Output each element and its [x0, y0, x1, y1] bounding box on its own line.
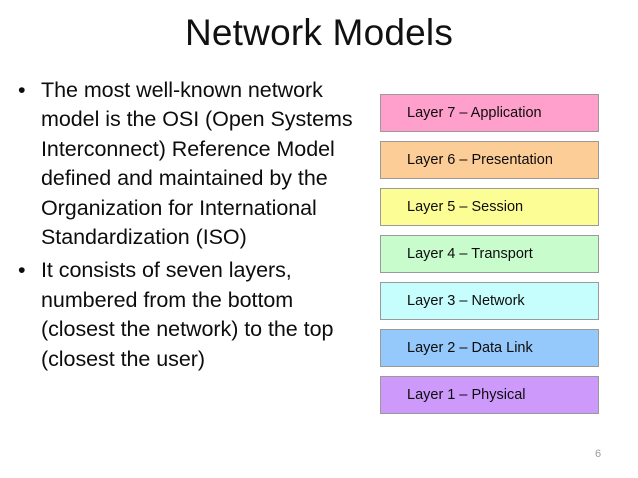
- osi-layer-stack: Layer 7 – Application Layer 6 – Presenta…: [380, 94, 599, 423]
- layer-box-6: Layer 6 – Presentation: [380, 141, 599, 179]
- bullet-dot-icon: •: [18, 78, 26, 102]
- layer-box-5: Layer 5 – Session: [380, 188, 599, 226]
- bullet-dot-icon: •: [18, 258, 26, 283]
- list-item-text: The most well-known network model is the…: [41, 78, 353, 250]
- layer-label: Layer 1 – Physical: [407, 387, 526, 403]
- page-number: 6: [594, 448, 602, 460]
- page-title: Network Models: [184, 12, 454, 53]
- layer-box-3: Layer 3 – Network: [380, 282, 599, 320]
- layer-label: Layer 4 – Transport: [407, 246, 533, 262]
- layer-label: Layer 6 – Presentation: [407, 152, 553, 168]
- list-item: • The most well-known network model is t…: [8, 76, 360, 252]
- layer-box-4: Layer 4 – Transport: [380, 235, 599, 273]
- layer-label: Layer 5 – Session: [407, 199, 524, 215]
- layer-label: Layer 7 – Application: [407, 105, 542, 121]
- bullet-text-column: • The most well-known network model is t…: [8, 76, 360, 378]
- list-item: • It consists of seven layers, numbered …: [8, 256, 360, 374]
- layer-box-2: Layer 2 – Data Link: [380, 329, 599, 367]
- list-item-text: It consists of seven layers, numbered fr…: [41, 258, 334, 371]
- layer-box-1: Layer 1 – Physical: [380, 376, 599, 414]
- layer-label: Layer 2 – Data Link: [407, 340, 533, 356]
- layer-box-7: Layer 7 – Application: [380, 94, 599, 132]
- bullet-list: • The most well-known network model is t…: [8, 76, 360, 374]
- layer-label: Layer 3 – Network: [407, 293, 525, 309]
